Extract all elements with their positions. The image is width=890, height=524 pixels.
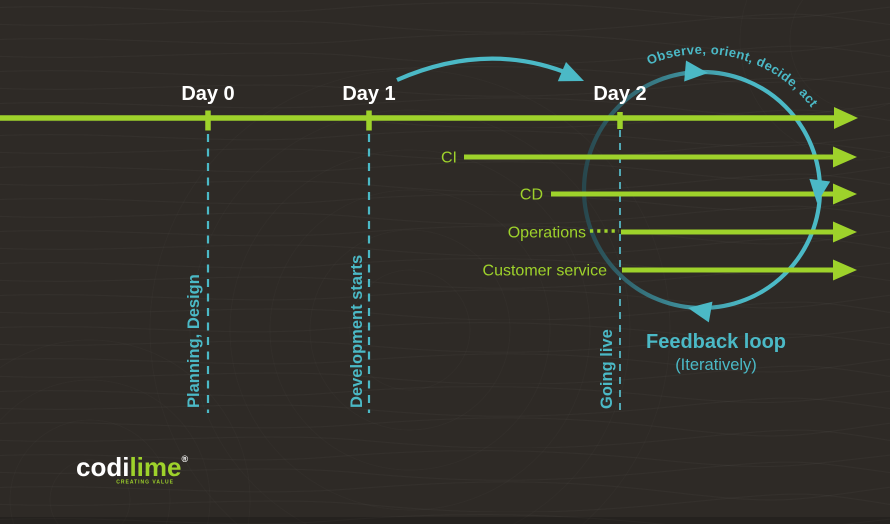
logo-codi-text: codi (76, 452, 129, 482)
row-operations-label: Operations (508, 225, 586, 242)
row-operations: Operations (508, 221, 857, 243)
logo-wordmark: codilime® (76, 452, 188, 482)
day1-label: Day 1 (342, 83, 395, 105)
dashed-day-lines (206, 130, 621, 415)
day2-label: Day 2 (593, 83, 646, 105)
feedback-loop-caption: Feedback loop (Iteratively) (646, 331, 786, 374)
row-ci: CI (441, 146, 857, 168)
main-timeline (0, 107, 858, 131)
bottom-edge-shade (0, 517, 890, 524)
codilime-logo: codilime® CREATING VALUE (76, 452, 188, 486)
logo-lime-text: lime (129, 452, 181, 482)
feedback-loop-title: Feedback loop (646, 331, 786, 353)
row-cd-label: CD (520, 187, 543, 204)
day1-to-day2-arrow (396, 56, 584, 82)
row-operations-arrowhead-icon (833, 221, 857, 243)
loop-bottom-arrowhead-icon (688, 301, 713, 323)
logo-tagline: CREATING VALUE (116, 480, 174, 486)
day1-to-day2-arrow-curve (396, 56, 573, 82)
phase-label-going-live: Going live (598, 329, 616, 409)
day-labels: Day 0 Day 1 Day 2 (181, 83, 646, 105)
row-ci-label: CI (441, 150, 457, 167)
row-cd: CD (520, 183, 857, 205)
day1-to-day2-arrowhead-icon (557, 61, 584, 82)
day0-label: Day 0 (181, 83, 234, 105)
row-customer-service-label: Customer service (483, 263, 608, 280)
phase-labels: Planning, Design Development starts Goin… (185, 255, 616, 409)
timeline-arrowhead-icon (834, 107, 858, 129)
row-customer-service: Customer service (483, 259, 857, 281)
row-customer-service-arrowhead-icon (833, 259, 857, 281)
phase-label-planning-design: Planning, Design (185, 274, 203, 408)
feedback-loop-arrowheads (684, 60, 831, 323)
loop-top-arrowhead-icon (684, 60, 708, 82)
phase-label-development-starts: Development starts (348, 255, 366, 408)
feedback-loop-subtitle: (Iteratively) (675, 356, 757, 374)
row-ci-arrowhead-icon (833, 146, 857, 168)
logo-registered-icon: ® (181, 454, 188, 464)
loop-right-arrowhead-icon (809, 178, 831, 203)
stream-rows: CI CD Operations Customer service (441, 146, 857, 281)
row-cd-arrowhead-icon (833, 183, 857, 205)
